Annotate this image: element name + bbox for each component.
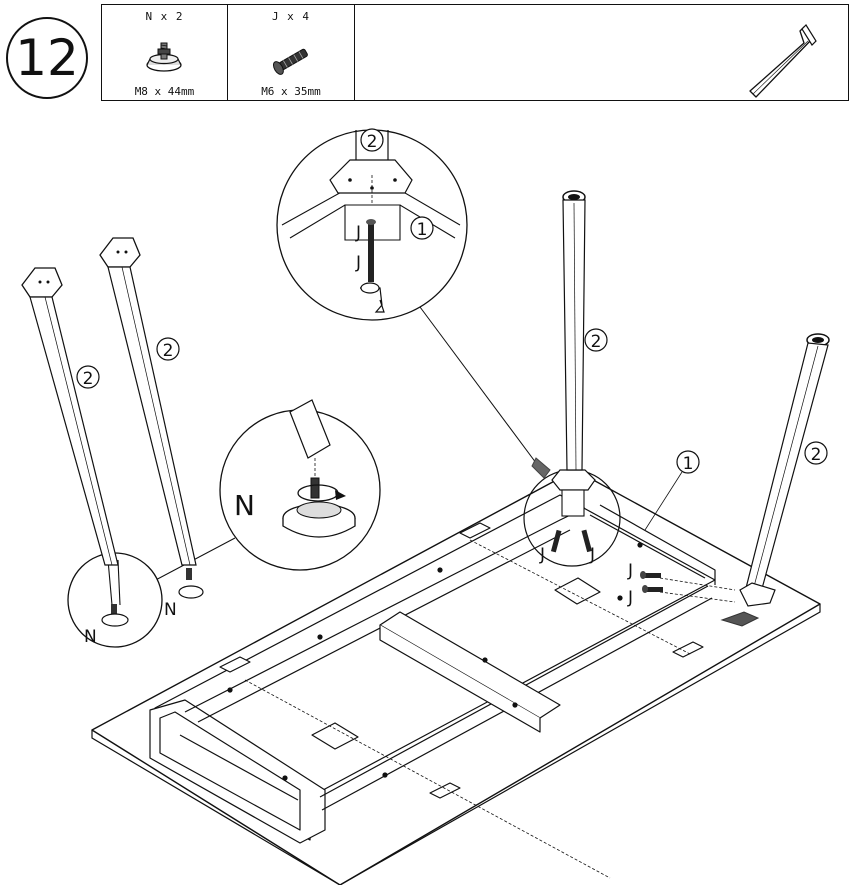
callout-bolt-j-f: J bbox=[627, 588, 633, 608]
svg-text:2: 2 bbox=[83, 369, 94, 389]
callout-bolt-j-c: J bbox=[539, 545, 545, 565]
part-j-size: M6 x 35mm bbox=[261, 85, 321, 98]
table-frame bbox=[149, 494, 716, 844]
part-j-quantity: J x 4 bbox=[271, 10, 311, 23]
callout-foot-n-a: N bbox=[234, 489, 255, 522]
hidden-lines bbox=[244, 539, 736, 879]
detail-circle-leg-end bbox=[67, 552, 163, 648]
callout-leg-2-c: 2 bbox=[804, 441, 828, 465]
callout-leg-2-e: 2 bbox=[76, 365, 100, 389]
part-cell-j: J x 4 M6 x 35mm bbox=[228, 5, 355, 100]
detail-circle-foot bbox=[149, 399, 381, 584]
callout-bolt-j-e: J bbox=[627, 561, 633, 581]
callout-leg-2-b: 2 bbox=[584, 328, 608, 352]
callout-frame-1-b: 1 bbox=[676, 450, 700, 474]
leg-standing-right bbox=[720, 333, 830, 627]
allen-key-icon bbox=[749, 24, 817, 98]
detail-circle-bracket bbox=[276, 129, 546, 476]
callout-bolt-j-a: J bbox=[355, 223, 361, 243]
bolts-right bbox=[640, 571, 663, 593]
step-number: 12 bbox=[6, 17, 88, 99]
callout-foot-n-c: N bbox=[164, 600, 177, 620]
svg-text:1: 1 bbox=[417, 220, 428, 240]
callout-leg-2-a: 2 bbox=[360, 128, 384, 152]
leg-standing-left bbox=[562, 190, 586, 471]
part-cell-n: N x 2 M8 x 44mm bbox=[102, 5, 228, 100]
part-n-size: M8 x 44mm bbox=[134, 85, 195, 98]
svg-text:2: 2 bbox=[367, 132, 378, 152]
step-number-text: 12 bbox=[15, 29, 79, 87]
callout-labels: 2 1 J J 2 2 1 2 bbox=[76, 128, 828, 647]
callout-frame-1-a: 1 bbox=[410, 216, 434, 240]
detail-circle-corner bbox=[523, 457, 621, 567]
leg-loose-2 bbox=[99, 237, 204, 599]
svg-text:1: 1 bbox=[683, 454, 694, 474]
part-n-quantity: N x 2 bbox=[145, 10, 184, 23]
leg-loose-1 bbox=[21, 267, 119, 566]
callout-bolt-j-d: J bbox=[589, 545, 595, 565]
bolt-icon bbox=[272, 48, 308, 75]
svg-text:2: 2 bbox=[811, 445, 822, 465]
callout-foot-n-b: N bbox=[84, 627, 97, 647]
svg-text:2: 2 bbox=[163, 341, 174, 361]
parts-list-box: N x 2 M8 x 44mm J x 4 bbox=[101, 4, 849, 101]
svg-text:2: 2 bbox=[591, 332, 602, 352]
leveling-foot-icon bbox=[146, 42, 182, 72]
callout-bolt-j-b: J bbox=[355, 253, 361, 273]
callout-leg-2-d: 2 bbox=[156, 337, 180, 361]
